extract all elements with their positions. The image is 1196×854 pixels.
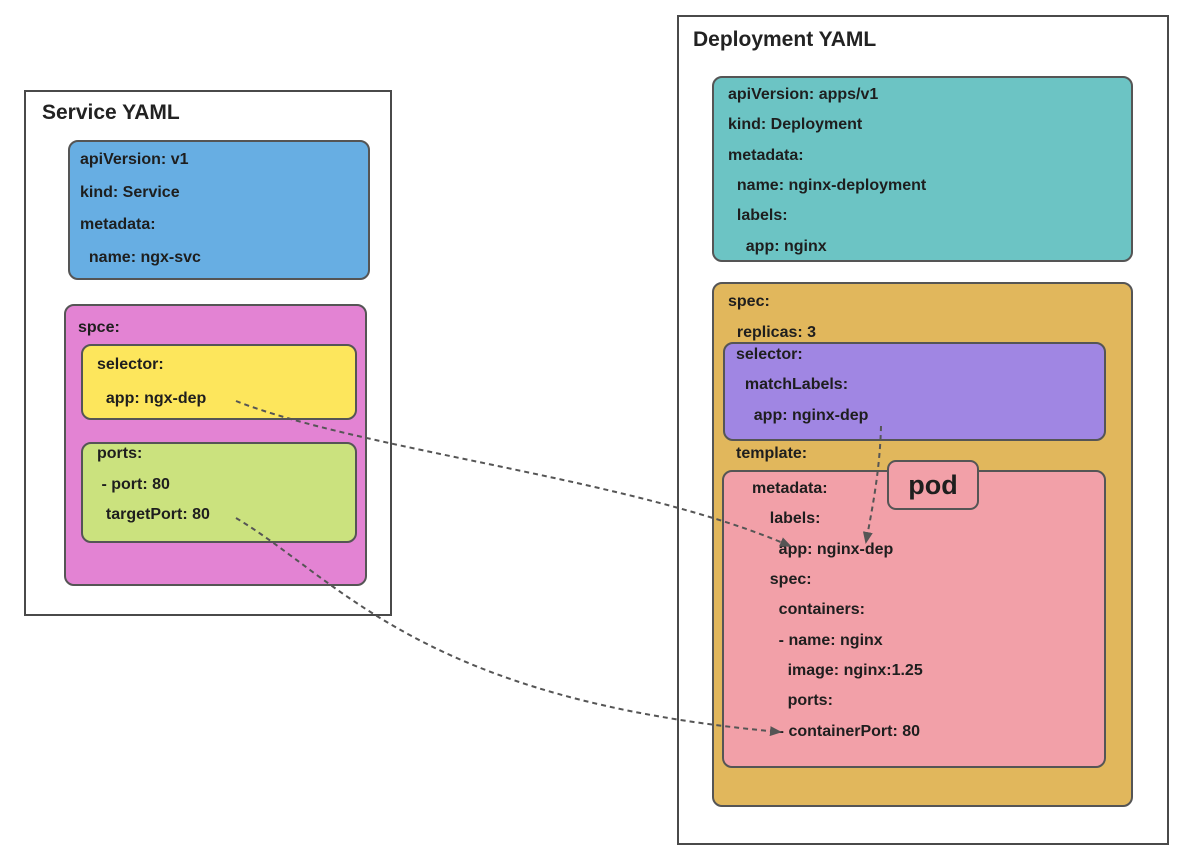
pod-container-port: - containerPort: 80 bbox=[752, 723, 921, 740]
service-ports-key: ports: bbox=[97, 445, 143, 462]
pod-labels-key: labels: bbox=[752, 510, 821, 527]
deployment-label-app: app: nginx bbox=[728, 238, 827, 255]
pod-tag: pod bbox=[887, 460, 979, 510]
deployment-match-labels: matchLabels: bbox=[736, 376, 849, 393]
pod-spec-key: spec: bbox=[752, 571, 812, 588]
deployment-api-version: apiVersion: apps/v1 bbox=[728, 86, 879, 103]
pod-metadata-key: metadata: bbox=[752, 480, 828, 497]
deployment-yaml-title: Deployment YAML bbox=[693, 28, 877, 51]
deployment-labels-key: labels: bbox=[728, 207, 788, 224]
service-selector-app: app: ngx-dep bbox=[97, 390, 207, 407]
pod-ports-key: ports: bbox=[752, 692, 833, 709]
service-metadata-key: metadata: bbox=[80, 216, 156, 233]
deployment-template-key: template: bbox=[736, 445, 808, 462]
deployment-name: name: nginx-deployment bbox=[728, 177, 927, 194]
service-port: - port: 80 bbox=[97, 476, 170, 493]
pod-container-image: image: nginx:1.25 bbox=[752, 662, 923, 679]
service-selector-key: selector: bbox=[97, 356, 164, 373]
pod-label-app: app: nginx-dep bbox=[752, 541, 894, 558]
deployment-metadata-block bbox=[712, 76, 1133, 262]
service-api-version: apiVersion: v1 bbox=[80, 151, 189, 168]
service-spec-label: spce: bbox=[78, 319, 120, 336]
pod-container-name: - name: nginx bbox=[752, 632, 883, 649]
service-target-port: targetPort: 80 bbox=[97, 506, 210, 523]
service-metadata-block bbox=[68, 140, 370, 280]
service-kind: kind: Service bbox=[80, 184, 180, 201]
pod-containers-key: containers: bbox=[752, 601, 865, 618]
deployment-metadata-key: metadata: bbox=[728, 147, 804, 164]
deployment-kind: kind: Deployment bbox=[728, 116, 863, 133]
deployment-replicas: replicas: 3 bbox=[728, 324, 817, 341]
deployment-selector-app: app: nginx-dep bbox=[736, 407, 869, 424]
service-name: name: ngx-svc bbox=[80, 249, 201, 266]
deployment-spec-key: spec: bbox=[728, 293, 770, 310]
deployment-selector-key: selector: bbox=[736, 346, 803, 363]
service-yaml-title: Service YAML bbox=[42, 101, 180, 124]
